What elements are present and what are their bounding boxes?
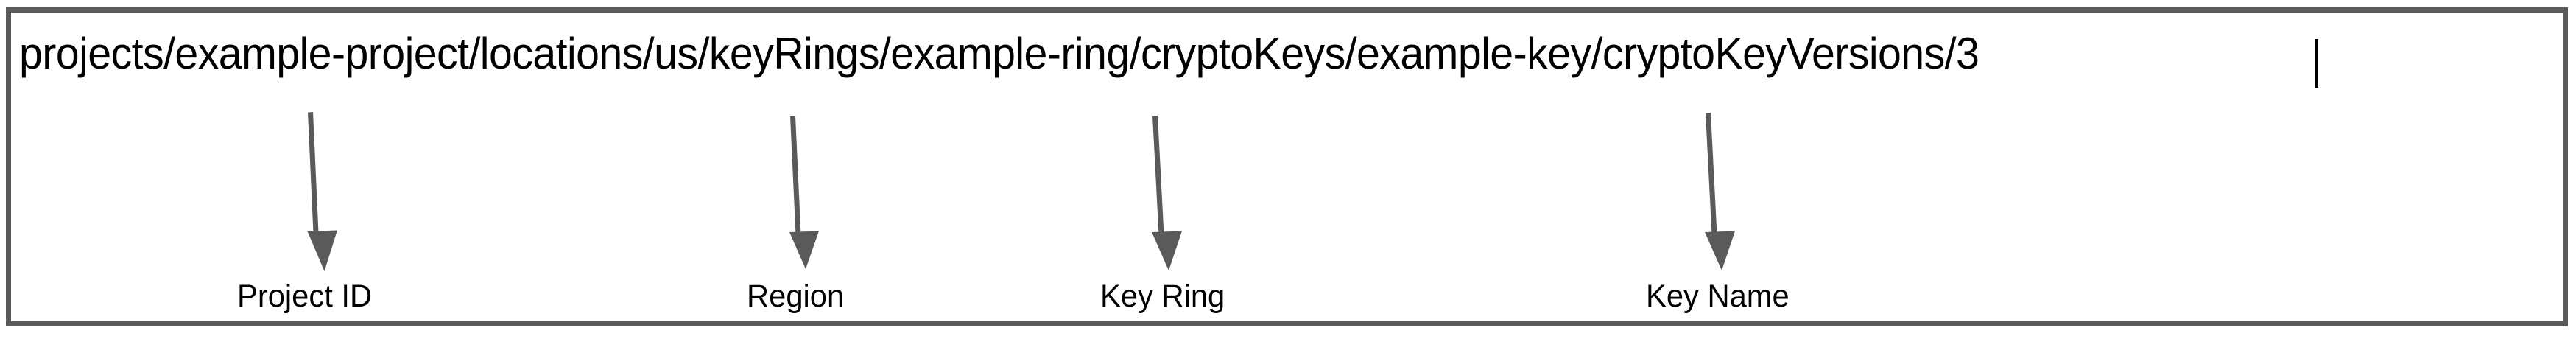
text-caret — [2315, 39, 2318, 88]
annotation-label-project-id: Project ID — [237, 279, 373, 314]
annotation-arrow-key-name — [1670, 108, 1759, 276]
annotation-label-key-name: Key Name — [1646, 279, 1790, 314]
annotation-arrow-key-ring — [1118, 108, 1206, 276]
annotation-label-region: Region — [747, 279, 845, 314]
annotation-label-key-ring: Key Ring — [1100, 279, 1225, 314]
annotation-arrow-project-id — [274, 108, 362, 276]
annotation-arrow-region — [753, 108, 842, 276]
path-input-frame — [6, 7, 2568, 326]
resource-path-text[interactable]: projects/example-project/locations/us/ke… — [19, 29, 1979, 78]
